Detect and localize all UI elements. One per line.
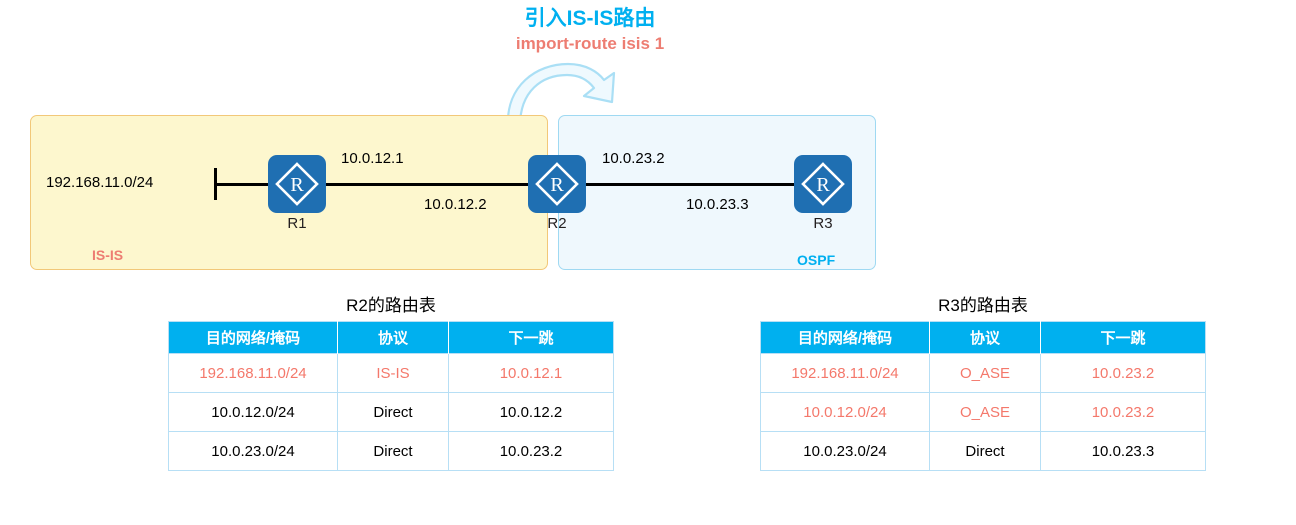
svg-text:R: R (550, 174, 564, 196)
table-row: 10.0.12.0/24 O_ASE 10.0.23.2 (760, 392, 1206, 432)
routing-table-r2-block: R2的路由表 目的网络/掩码 协议 下一跳 192.168.11.0/24 IS… (168, 291, 614, 471)
cell-protocol: Direct (929, 431, 1041, 471)
annotation-command: import-route isis 1 (515, 34, 665, 53)
ip-label-r2-e1: 10.0.23.2 (602, 150, 665, 167)
cell-destination: 10.0.12.0/24 (760, 392, 930, 432)
cell-protocol: O_ASE (929, 392, 1041, 432)
router-r3[interactable]: R R3 (794, 155, 852, 232)
cell-nexthop: 10.0.23.2 (1040, 392, 1206, 432)
routing-table-r3-block: R3的路由表 目的网络/掩码 协议 下一跳 192.168.11.0/24 O_… (760, 291, 1206, 471)
zone-label-ospf: OSPF (797, 252, 836, 268)
link-lan-r1 (214, 183, 270, 186)
routing-table-r2: 目的网络/掩码 协议 下一跳 192.168.11.0/24 IS-IS 10.… (168, 321, 614, 471)
link-r1-r2 (326, 183, 530, 186)
ip-label-r2-e0: 10.0.12.2 (424, 196, 487, 213)
table-header-row: 目的网络/掩码 协议 下一跳 (760, 321, 1206, 354)
ip-label-r1-e0: 10.0.12.1 (341, 150, 404, 167)
table-row: 192.168.11.0/24 IS-IS 10.0.12.1 (168, 353, 614, 393)
svg-text:R: R (290, 174, 304, 196)
table-row: 10.0.23.0/24 Direct 10.0.23.2 (168, 431, 614, 471)
svg-text:R: R (816, 174, 830, 196)
col-header-protocol: 协议 (929, 321, 1041, 354)
col-header-destination: 目的网络/掩码 (168, 321, 338, 354)
table-row: 10.0.12.0/24 Direct 10.0.12.2 (168, 392, 614, 432)
cell-destination: 192.168.11.0/24 (760, 353, 930, 393)
cell-protocol: IS-IS (337, 353, 449, 393)
ip-label-r3-e0: 10.0.23.3 (686, 196, 749, 213)
cell-nexthop: 10.0.23.2 (448, 431, 614, 471)
table-caption-r2: R2的路由表 (346, 296, 436, 315)
col-header-nexthop: 下一跳 (448, 321, 614, 354)
table-row: 192.168.11.0/24 O_ASE 10.0.23.2 (760, 353, 1206, 393)
cell-protocol: Direct (337, 392, 449, 432)
cell-destination: 10.0.23.0/24 (168, 431, 338, 471)
cell-nexthop: 10.0.23.3 (1040, 431, 1206, 471)
link-r2-r3 (586, 183, 796, 186)
router-label-r2: R2 (547, 215, 567, 232)
cell-nexthop: 10.0.23.2 (1040, 353, 1206, 393)
cell-destination: 10.0.12.0/24 (168, 392, 338, 432)
cell-destination: 192.168.11.0/24 (168, 353, 338, 393)
table-header-row: 目的网络/掩码 协议 下一跳 (168, 321, 614, 354)
router-label-r1: R1 (287, 215, 307, 232)
import-route-annotation: 引入IS-IS路由 import-route isis 1 (390, 6, 790, 56)
col-header-destination: 目的网络/掩码 (760, 321, 930, 354)
curved-import-arrow-icon (498, 58, 628, 128)
col-header-nexthop: 下一跳 (1040, 321, 1206, 354)
cell-protocol: O_ASE (929, 353, 1041, 393)
router-r2[interactable]: R R2 (528, 155, 586, 232)
zone-label-isis: IS-IS (92, 247, 124, 263)
router-r1[interactable]: R R1 (268, 155, 326, 232)
table-caption-r3: R3的路由表 (938, 296, 1028, 315)
cell-nexthop: 10.0.12.1 (448, 353, 614, 393)
annotation-title: 引入IS-IS路由 (524, 7, 656, 30)
cell-protocol: Direct (337, 431, 449, 471)
routing-table-r3: 目的网络/掩码 协议 下一跳 192.168.11.0/24 O_ASE 10.… (760, 321, 1206, 471)
router-label-r3: R3 (813, 215, 833, 232)
table-row: 10.0.23.0/24 Direct 10.0.23.3 (760, 431, 1206, 471)
cell-destination: 10.0.23.0/24 (760, 431, 930, 471)
ip-label-lan: 192.168.11.0/24 (46, 174, 154, 191)
col-header-protocol: 协议 (337, 321, 449, 354)
cell-nexthop: 10.0.12.2 (448, 392, 614, 432)
